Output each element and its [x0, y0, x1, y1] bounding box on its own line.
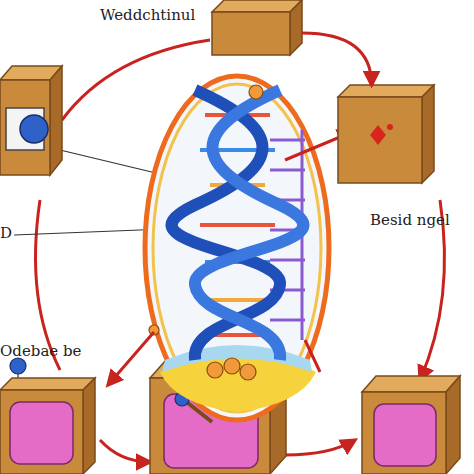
cube-front — [0, 80, 50, 175]
red-arrows — [108, 132, 352, 385]
cube-top — [338, 85, 434, 97]
cycle-arrow — [302, 33, 372, 85]
blue-ball — [20, 115, 48, 143]
bar — [270, 319, 305, 322]
cube-front — [338, 97, 422, 183]
orange-ball — [240, 364, 256, 380]
ring-arc — [100, 440, 150, 462]
oval-inner — [153, 84, 321, 412]
cube-box — [362, 376, 460, 474]
cube-side — [83, 378, 95, 474]
bar — [270, 139, 305, 142]
pink-cell — [10, 402, 73, 464]
orange-ball — [207, 362, 223, 378]
bar — [270, 169, 305, 172]
box-heading: Besid ngel — [370, 211, 470, 229]
red-dot — [387, 124, 393, 130]
ring-arc — [285, 440, 355, 455]
cube-top — [212, 0, 302, 12]
cube-side — [290, 0, 302, 55]
orange-ball — [249, 85, 263, 99]
cube-front — [0, 390, 83, 474]
cube-box: Weddchtinul — [212, 0, 302, 55]
blue-ball — [10, 358, 26, 374]
cube-front — [362, 392, 446, 474]
rung — [200, 223, 275, 227]
red-arrow — [305, 340, 320, 372]
cube-top — [362, 376, 460, 392]
callout-label: D — [0, 224, 12, 242]
orange-ball — [224, 358, 240, 374]
cube-front — [212, 12, 290, 55]
cube-side — [422, 85, 434, 183]
cube-graphic — [0, 378, 95, 474]
pink-cell — [374, 404, 436, 466]
red-arrow — [108, 332, 154, 385]
cube-box — [0, 66, 62, 175]
oval-outline — [145, 76, 329, 420]
red-mark — [370, 125, 386, 145]
bar — [270, 259, 305, 262]
cube-side — [446, 376, 460, 474]
box-heading: Weddchtinul — [100, 6, 208, 24]
cube-graphic — [338, 85, 434, 183]
box-heading: Odebae be — [0, 342, 100, 360]
cube-side — [50, 66, 62, 175]
cube-box: Besid ngel — [338, 85, 434, 183]
cube-top — [0, 378, 95, 390]
cube-graphic — [212, 0, 302, 55]
dna-strand — [195, 90, 303, 360]
cell-oval — [145, 76, 329, 420]
cube-box: Odebae be — [0, 378, 95, 474]
